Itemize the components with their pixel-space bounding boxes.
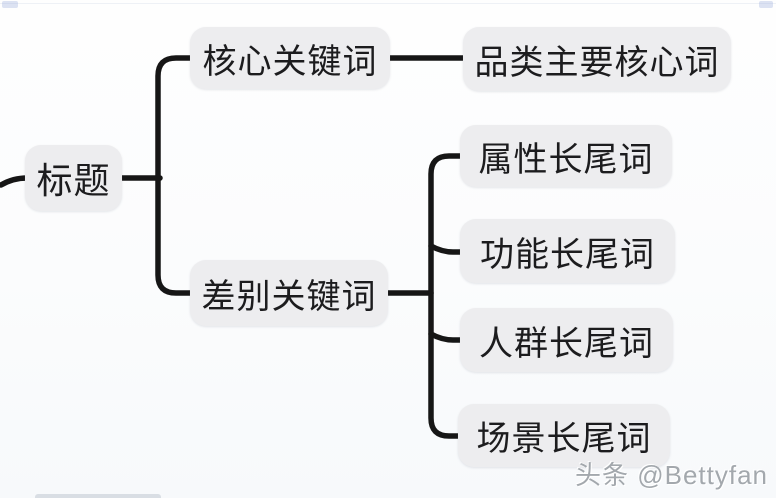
top-hairline (0, 3, 776, 4)
node-attribute-longtail: 属性长尾词 (460, 125, 672, 187)
node-category-main-core-word: 品类主要核心词 (463, 27, 731, 91)
node-core-keywords: 核心关键词 (190, 27, 390, 89)
top-left-artifact-mark (2, 1, 18, 8)
connector-branch-function (428, 243, 464, 255)
node-root-title: 标题 (25, 145, 122, 211)
toutiao-watermark: 头条 @Bettyfan (574, 460, 768, 490)
connector-entry-to-root (0, 175, 30, 188)
top-right-artifact-mark (759, 1, 773, 8)
node-scene-longtail: 场景长尾词 (458, 404, 670, 467)
bottom-cutoff-element-edge (35, 494, 161, 498)
connector-branch-crowd (428, 331, 464, 343)
node-function-longtail: 功能长尾词 (460, 219, 675, 283)
node-differential-keywords: 差别关键词 (190, 260, 388, 326)
node-crowd-longtail: 人群长尾词 (460, 308, 673, 372)
connector-trunk-2 (428, 153, 463, 439)
connector-trunk-1 (155, 55, 193, 296)
